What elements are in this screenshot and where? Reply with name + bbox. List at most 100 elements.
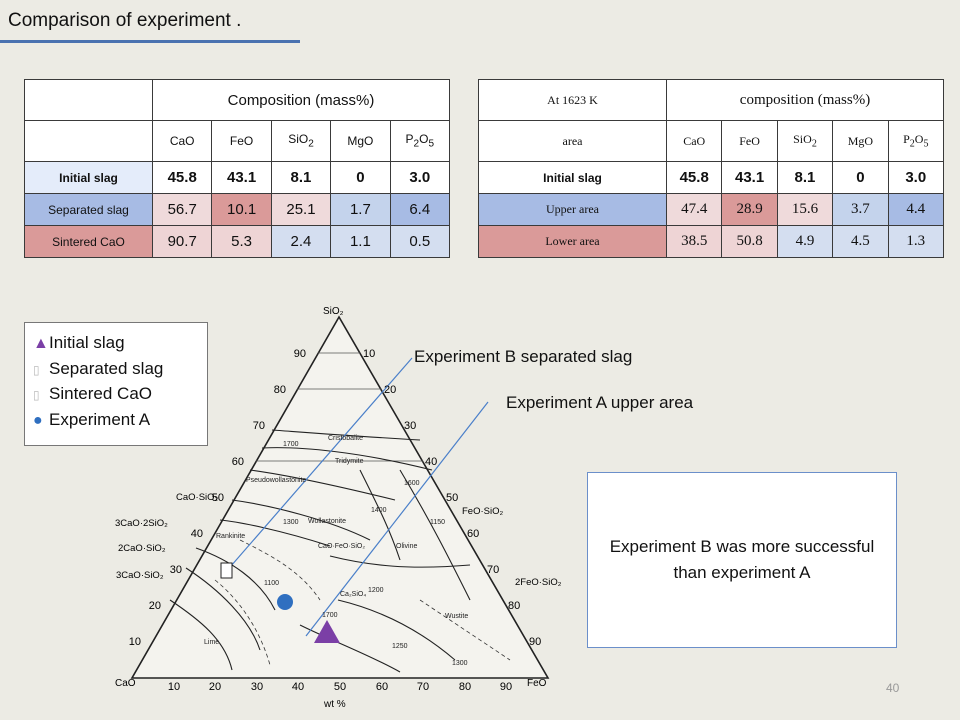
- legend-item-initial-slag: ▲Initial slag: [33, 330, 207, 356]
- table-cell: 0.5: [389, 225, 451, 258]
- tick-label: 20: [384, 384, 396, 396]
- tick-label: 90: [529, 636, 541, 648]
- table-left-label-corner: [24, 120, 153, 162]
- col-header-cao: CaO: [665, 120, 723, 162]
- axis-label-wt: wt %: [323, 699, 346, 710]
- table-left-corner: [24, 79, 153, 121]
- square-icon: ▯: [33, 362, 40, 377]
- legend-item-separated-slag: ▯Separated slag: [33, 356, 207, 382]
- table-cell: 45.8: [665, 161, 723, 194]
- isotherm-curve: [399, 469, 471, 601]
- table-cell: 50.8: [721, 225, 778, 258]
- tick-label: 30: [404, 420, 416, 432]
- phase-field-label: Ca₂SiO₄: [340, 591, 366, 598]
- apex-label-feo: FeO: [527, 678, 547, 689]
- table-cell: 3.0: [389, 161, 451, 194]
- isotherm-label: 1300: [283, 519, 299, 526]
- tick-label: 10: [363, 348, 375, 360]
- tick-label: 80: [459, 681, 471, 693]
- isotherm-curve: [271, 429, 421, 441]
- compound-label: 3CaO·SiO₂: [116, 570, 164, 581]
- table-left-header: Composition (mass%): [152, 79, 450, 121]
- isotherm-curve: [195, 547, 276, 611]
- tick-label: 70: [417, 681, 429, 693]
- phase-field-label: CaO·FeO·SiO₂: [318, 543, 365, 550]
- isotherm-label: 1600: [404, 480, 420, 487]
- row-label-upper-area: Upper area: [478, 193, 667, 226]
- table-cell: 1.3: [887, 225, 945, 258]
- triangle-outline: [130, 315, 550, 679]
- legend-box: ▲Initial slag ▯Separated slag ▯Sintered …: [24, 322, 208, 446]
- tick-label: 50: [446, 492, 458, 504]
- isotherm-label: 1400: [371, 507, 387, 514]
- table-cell: 47.4: [665, 193, 723, 226]
- composition-table-right: At 1623 K composition (mass%) area CaO F…: [478, 79, 945, 258]
- col-header-cao: CaO: [151, 120, 213, 162]
- guide-line-exp-a: [305, 401, 489, 637]
- table-cell: 56.7: [151, 193, 213, 226]
- table-cell: 3.0: [887, 161, 945, 194]
- compound-label: 2FeO·SiO₂: [515, 577, 562, 588]
- col-header-p2o5: P2O5: [887, 120, 945, 162]
- tick-label: 60: [376, 681, 388, 693]
- isotherm-curve: [169, 599, 233, 671]
- tick-label: 40: [292, 681, 304, 693]
- dashed-isotherm: [214, 579, 271, 666]
- compound-label: 2CaO·SiO₂: [118, 543, 166, 554]
- title-underline: [0, 40, 300, 43]
- page-number: 40: [886, 681, 900, 695]
- isotherm-curve: [359, 469, 401, 561]
- phase-field-label: Rankinite: [216, 533, 245, 540]
- phase-field-label: Lime: [204, 639, 219, 646]
- phase-field-label: Wustite: [445, 613, 468, 620]
- table-cell: 43.1: [721, 161, 778, 194]
- isotherm-label: 1250: [392, 643, 408, 650]
- isotherm-curve: [231, 499, 371, 541]
- initial-slag-marker: [314, 620, 340, 643]
- annotation-exp-b: Experiment B separated slag: [414, 347, 633, 366]
- isotherm-curve: [261, 447, 433, 471]
- col-header-mgo: MgO: [330, 120, 391, 162]
- apex-label-sio2: SiO₂: [323, 306, 344, 317]
- tick-label: 30: [170, 564, 182, 576]
- table-cell: 0: [330, 161, 391, 194]
- compound-label: 3CaO·2SiO₂: [115, 518, 168, 529]
- tick-label: 10: [129, 636, 141, 648]
- phase-field-label: Wollastonite: [308, 518, 346, 525]
- isotherm-curve: [249, 469, 396, 501]
- tick-label: 50: [212, 492, 224, 504]
- table-cell: 4.5: [832, 225, 889, 258]
- tick-label: 50: [334, 681, 346, 693]
- compound-label: CaO·SiO₂: [176, 492, 219, 503]
- table-cell: 4.9: [776, 225, 834, 258]
- tick-label: 40: [425, 456, 437, 468]
- composition-table-left: Composition (mass%) CaO FeO SiO2 MgO P2O…: [24, 79, 451, 258]
- tick-label: 90: [294, 348, 306, 360]
- conclusion-text: Experiment B was more successful than ex…: [609, 537, 875, 582]
- phase-field-label: Tridymite: [335, 458, 364, 465]
- triangle-icon: ▲: [33, 335, 49, 352]
- circle-icon: ●: [33, 411, 43, 429]
- compound-label: FeO·SiO₂: [462, 506, 503, 517]
- table-cell: 3.7: [832, 193, 889, 226]
- col-header-feo: FeO: [721, 120, 778, 162]
- tick-label: 40: [191, 528, 203, 540]
- table-cell: 6.4: [389, 193, 451, 226]
- table-cell: 28.9: [721, 193, 778, 226]
- annotation-exp-a: Experiment A upper area: [506, 393, 694, 412]
- isotherm-label: 1150: [430, 519, 445, 526]
- tick-label: 20: [149, 600, 161, 612]
- square-icon: ▯: [33, 388, 40, 402]
- table-cell: 8.1: [776, 161, 834, 194]
- tick-label: 80: [274, 384, 286, 396]
- table-cell: 8.1: [270, 161, 332, 194]
- table-cell: 43.1: [211, 161, 272, 194]
- col-header-p2o5: P2O5: [389, 120, 451, 162]
- phase-field-label: Cristobalite: [328, 435, 363, 442]
- tick-label: 90: [500, 681, 512, 693]
- table-right-header: composition (mass%): [666, 79, 944, 121]
- isotherm-label: 1100: [264, 580, 279, 587]
- apex-label-cao: CaO: [115, 678, 136, 689]
- col-header-sio2: SiO2: [270, 120, 332, 162]
